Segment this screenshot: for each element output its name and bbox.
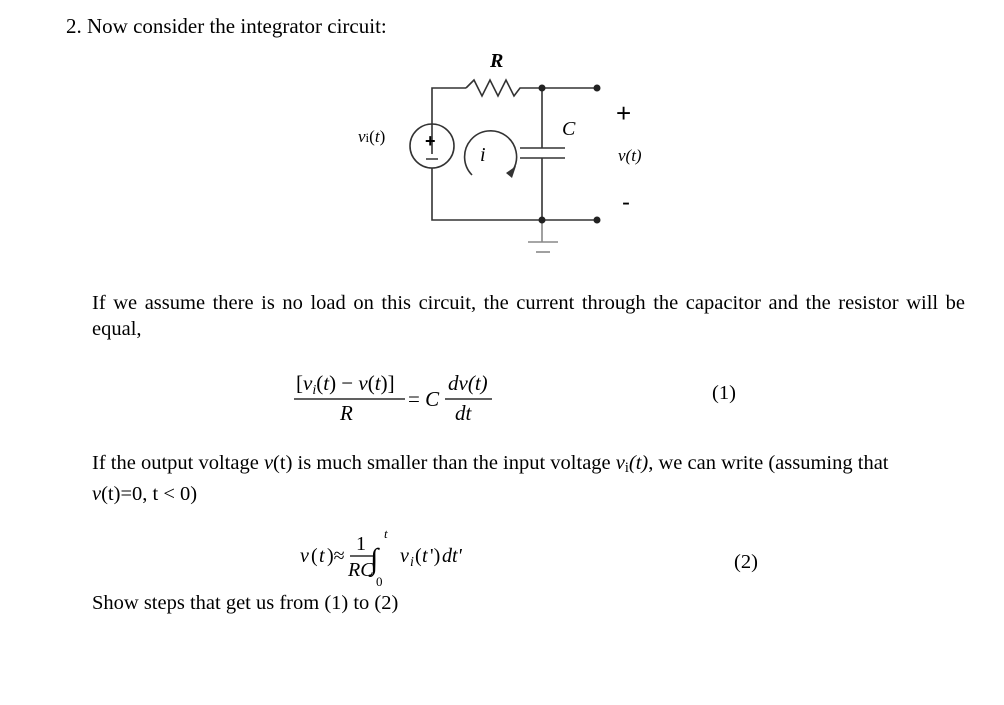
svg-text:[vi(t) − v(t)]: [vi(t) − v(t)] [296, 371, 395, 398]
svg-text:i: i [410, 555, 414, 570]
paragraph-assumption: If the output voltage v(t) is much small… [92, 452, 889, 505]
equation-2: v ( t )≈ 1 RC ∫ t 0 v i ( t ') dt' [300, 526, 463, 589]
current-label: i [480, 144, 486, 166]
svg-text:dv(t): dv(t) [448, 371, 488, 395]
svg-text:t: t [422, 545, 428, 567]
equation-1-number: (1) [712, 382, 736, 404]
svg-text:dt: dt [455, 401, 473, 425]
problem-heading: 2. Now consider the integrator circuit: [66, 14, 387, 38]
svg-text:(: ( [311, 545, 318, 567]
equation-1: [vi(t) − v(t)] R = C dv(t) dt [294, 371, 492, 425]
svg-text:(: ( [415, 545, 422, 567]
arrow-head-icon [506, 166, 516, 178]
current-loop-arrow [463, 130, 518, 176]
svg-text:)≈: )≈ [327, 545, 345, 567]
output-plus: + [616, 98, 631, 128]
svg-text:dt': dt' [442, 545, 463, 567]
equation-2-number: (2) [734, 551, 758, 573]
resistor-icon [465, 78, 542, 98]
svg-text:∫: ∫ [368, 543, 380, 578]
instruction-text: Show steps that get us from (1) to (2) [92, 592, 399, 614]
svg-text:1: 1 [356, 533, 366, 555]
output-minus: - [622, 189, 630, 216]
source-label: vi(t) [358, 127, 385, 146]
wire-left-top [431, 87, 466, 154]
svg-text:v: v [400, 545, 409, 567]
svg-text:= C: = C [408, 387, 440, 411]
paragraph-no-load: If we assume there is no load on this ci… [92, 292, 965, 340]
svg-text:+: + [425, 131, 436, 151]
resistor-label: R [489, 50, 503, 72]
svg-text:RC: RC [347, 559, 374, 581]
svg-text:t: t [384, 526, 388, 541]
svg-text:t: t [319, 545, 325, 567]
svg-text:R: R [339, 401, 353, 425]
svg-text:'): ') [430, 545, 440, 567]
svg-text:v: v [300, 545, 309, 567]
integrator-circuit-diagram: + R C i vi(t) + v(t) - [358, 50, 642, 253]
svg-text:0: 0 [376, 574, 383, 589]
capacitor-label: C [562, 118, 576, 140]
output-label: v(t) [618, 146, 642, 165]
